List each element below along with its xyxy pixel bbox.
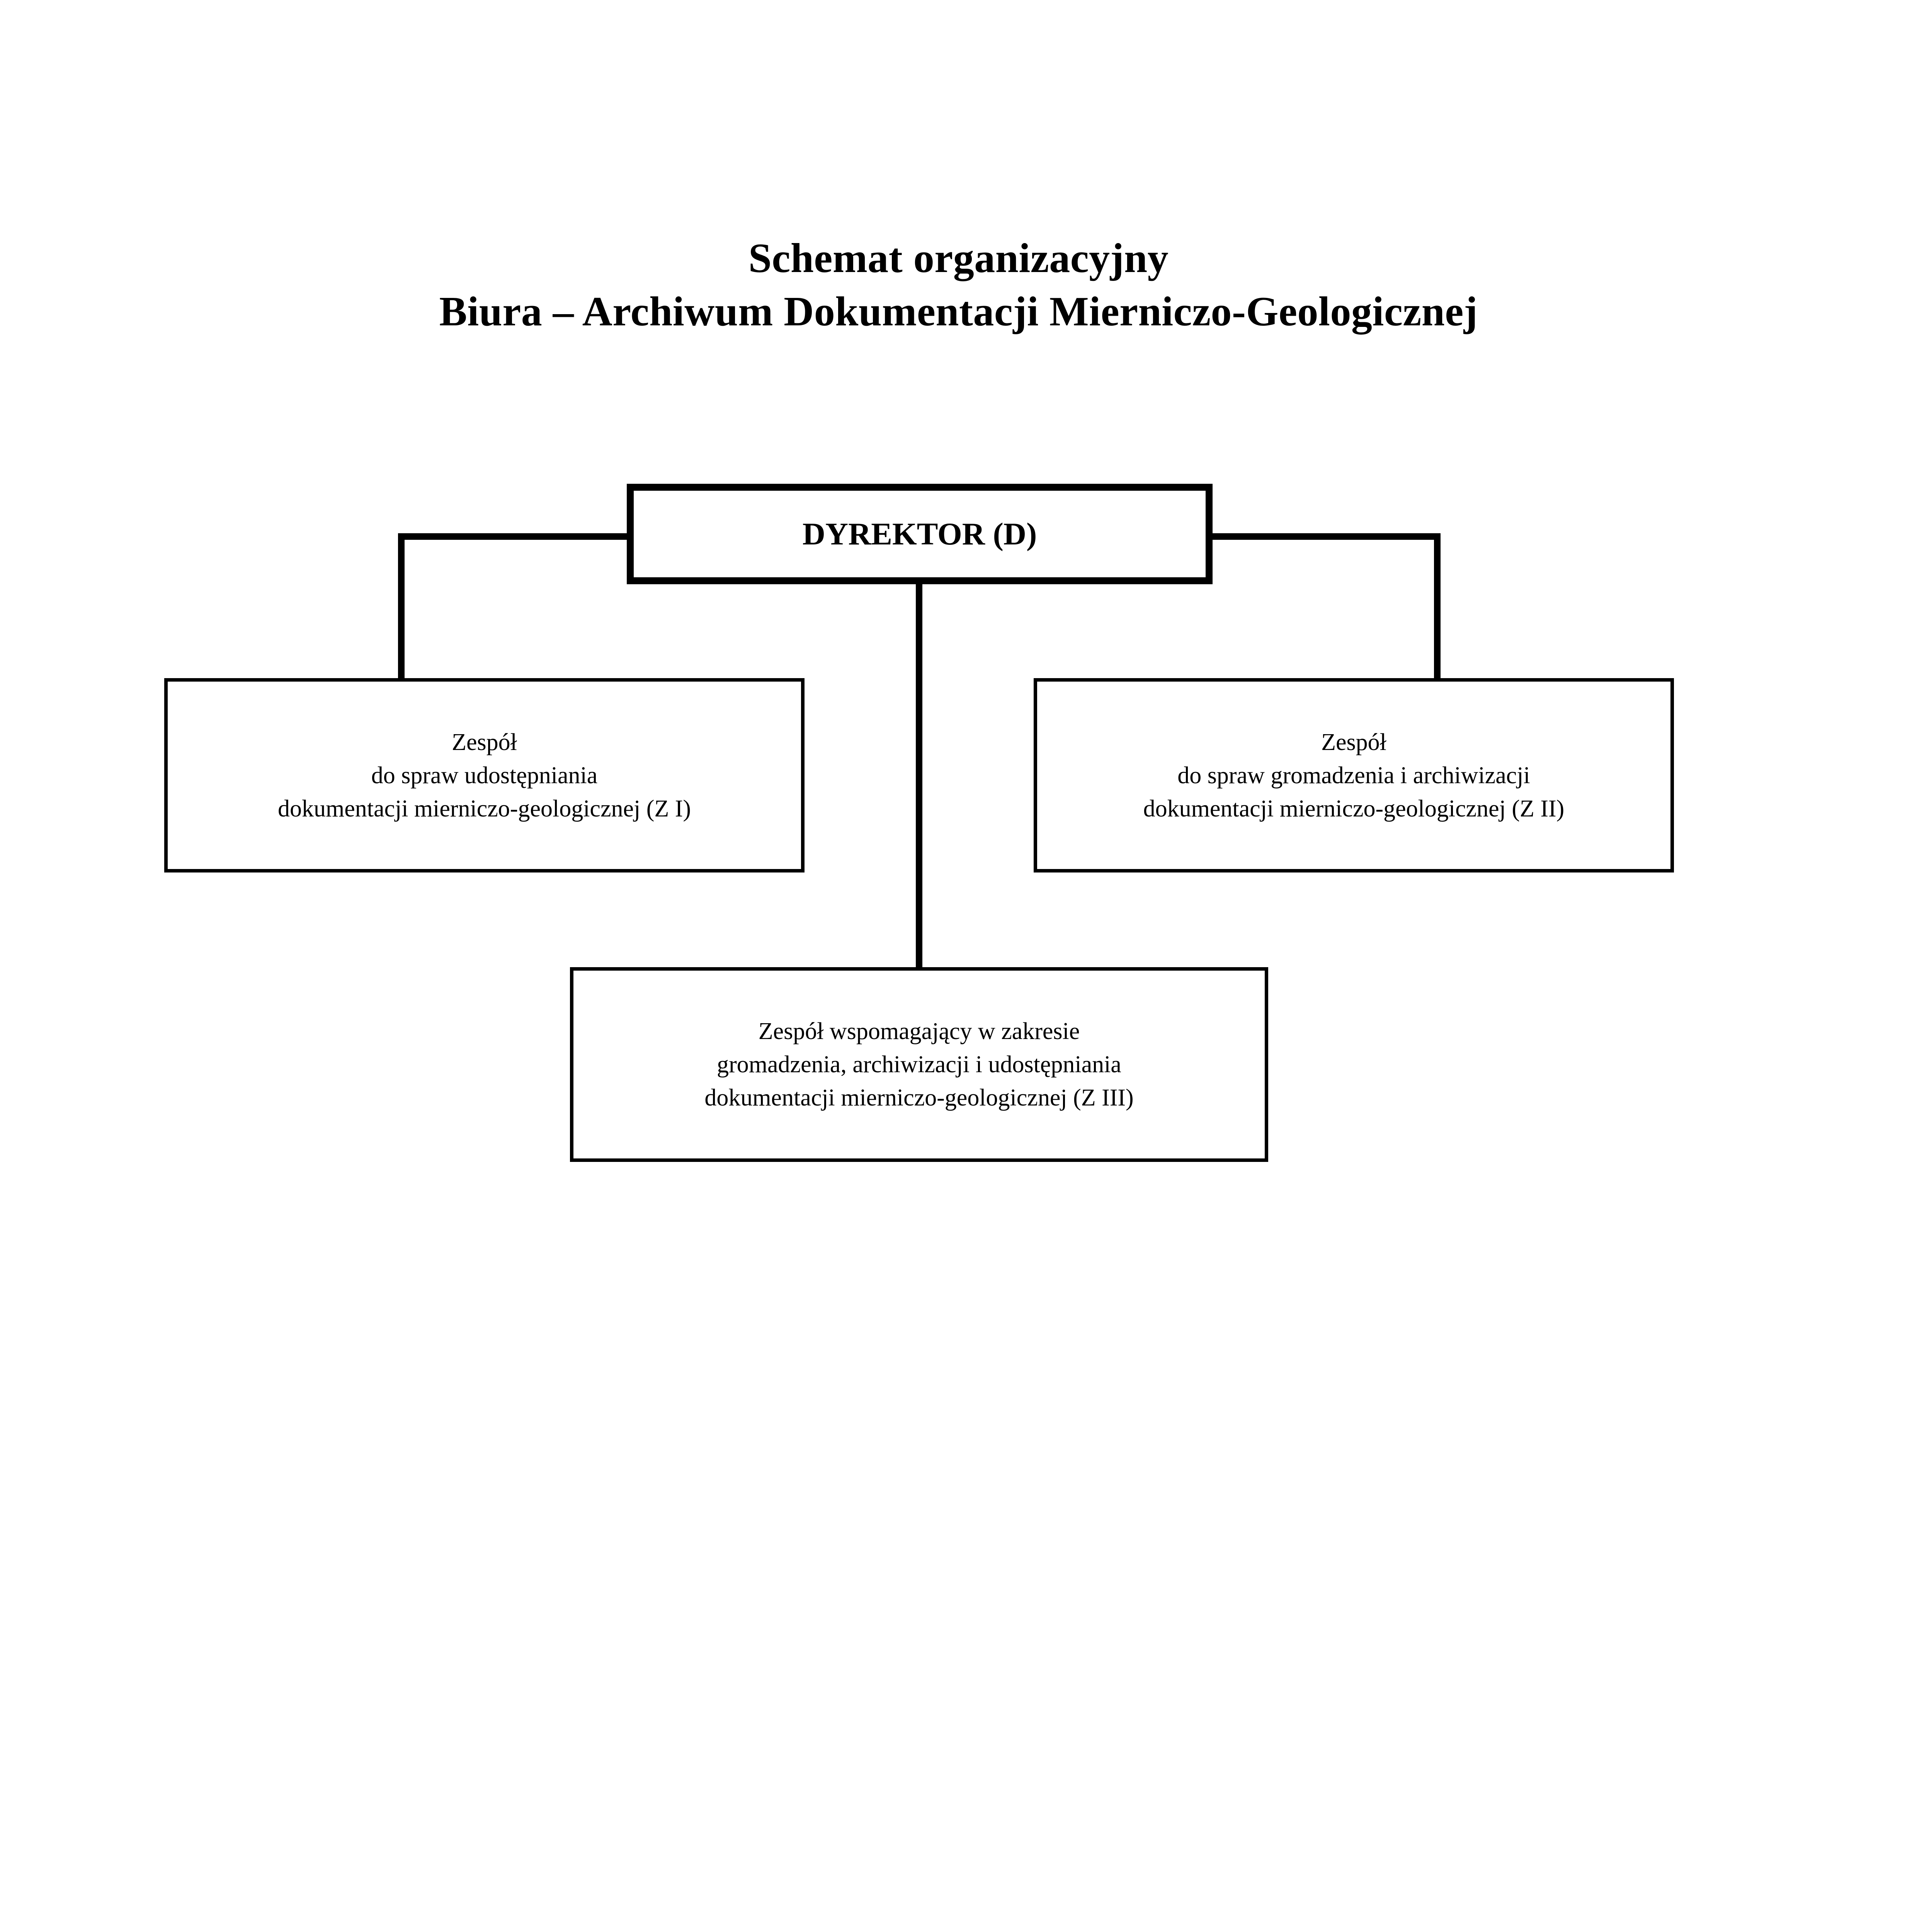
node-zespol-z3[interactable]: Zespół wspomagający w zakresie gromadzen…	[570, 967, 1268, 1162]
connector-vertical-to-z3	[916, 581, 922, 969]
node-zespol-z2-line-3: dokumentacji mierniczo-geologicznej (Z I…	[1143, 795, 1565, 822]
node-director-line-1: DYREKTOR (D)	[802, 516, 1037, 551]
node-zespol-z2-text: Zespół do spraw gromadzenia i archiwizac…	[1037, 726, 1670, 825]
node-zespol-z3-line-1: Zespół wspomagający w zakresie	[758, 1018, 1080, 1044]
node-director[interactable]: DYREKTOR (D)	[627, 484, 1213, 584]
node-zespol-z1[interactable]: Zespół do spraw udostępniania dokumentac…	[164, 678, 805, 872]
node-zespol-z3-line-2: gromadzenia, archiwizacji i udostępniani…	[717, 1051, 1121, 1078]
node-zespol-z2-line-2: do spraw gromadzenia i archiwizacji	[1177, 762, 1530, 789]
node-zespol-z1-line-1: Zespół	[452, 729, 517, 755]
page-title: Schemat organizacyjny Biura – Archiwum D…	[0, 232, 1917, 338]
node-director-text: DYREKTOR (D)	[634, 515, 1206, 553]
connector-vertical-to-z2	[1434, 533, 1441, 681]
node-zespol-z2-line-1: Zespół	[1321, 729, 1386, 755]
node-zespol-z3-line-3: dokumentacji mierniczo-geologicznej (Z I…	[704, 1085, 1134, 1111]
node-zespol-z2[interactable]: Zespół do spraw gromadzenia i archiwizac…	[1034, 678, 1674, 872]
connector-vertical-to-z1	[398, 533, 405, 681]
node-zespol-z1-line-2: do spraw udostępniania	[371, 762, 598, 789]
title-line-2: Biura – Archiwum Dokumentacji Mierniczo-…	[439, 289, 1478, 335]
title-line-1: Schemat organizacyjny	[748, 235, 1169, 281]
node-zespol-z1-line-3: dokumentacji mierniczo-geologicznej (Z I…	[277, 795, 691, 822]
node-zespol-z3-text: Zespół wspomagający w zakresie gromadzen…	[573, 1015, 1265, 1114]
node-zespol-z1-text: Zespół do spraw udostępniania dokumentac…	[168, 726, 801, 825]
